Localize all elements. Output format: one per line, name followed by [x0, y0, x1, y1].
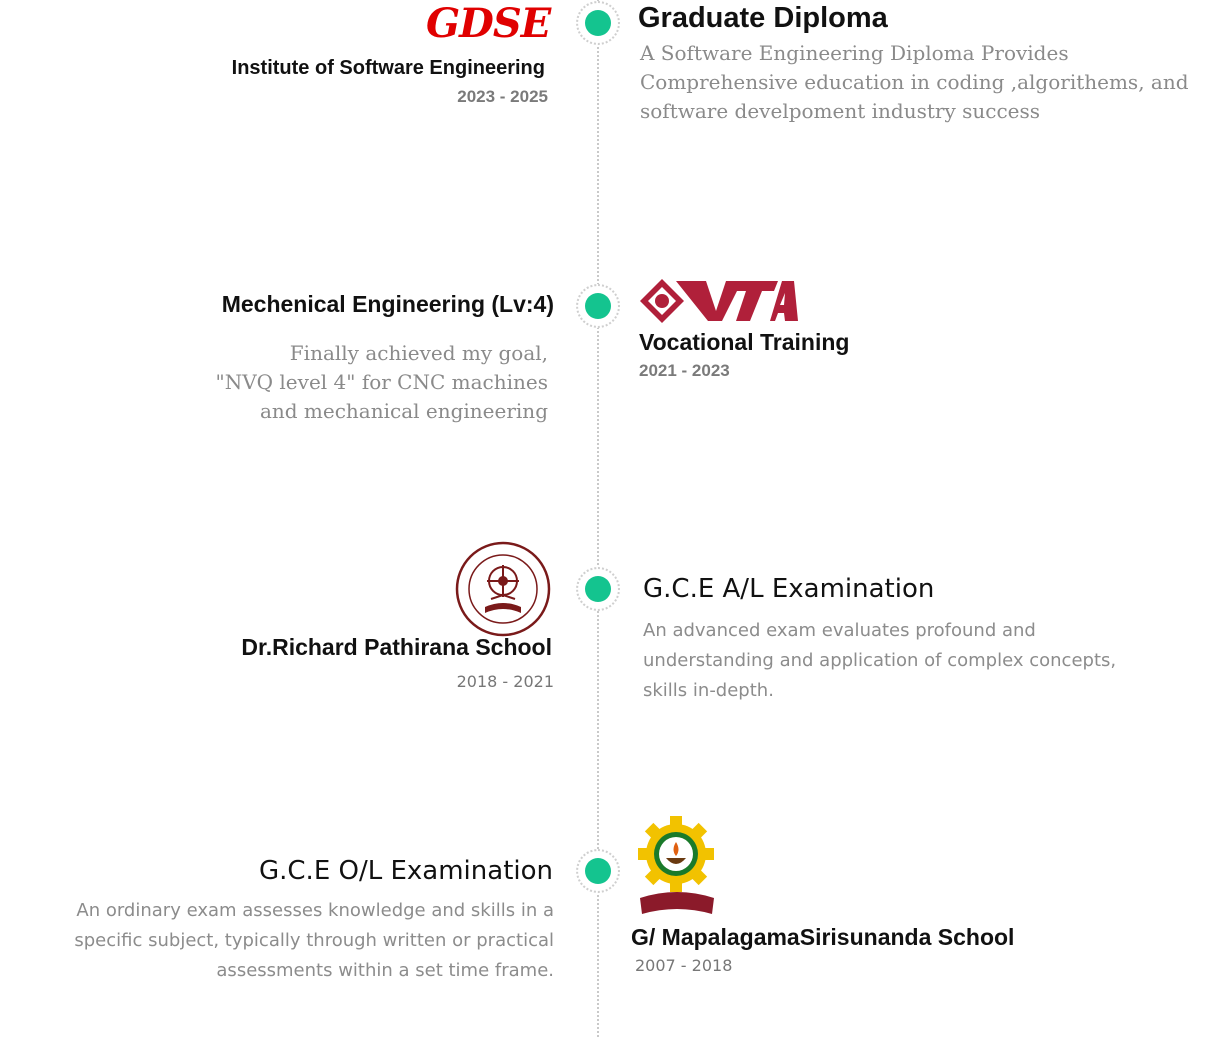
vta-emblem-icon: [640, 279, 798, 323]
description-line: software develpoment industry success: [640, 99, 1041, 123]
school-crest-logo: [455, 541, 551, 637]
gdse-logo: GDSE: [426, 0, 551, 47]
entry-years: 2023 - 2025: [457, 87, 548, 106]
description-line: A Software Engineering Diploma Provides: [640, 41, 1069, 65]
school-gear-logo: [638, 816, 716, 918]
entry-description: An advanced exam evaluates profound and …: [643, 616, 1213, 706]
description-line: An ordinary exam assesses knowledge and …: [76, 900, 554, 921]
description-line: assessments within a set time frame.: [216, 960, 554, 981]
description-line: understanding and application of complex…: [643, 650, 1117, 671]
description-line: An advanced exam evaluates profound and: [643, 620, 1036, 641]
timeline-dot: [585, 293, 611, 319]
entry-years: 2021 - 2023: [639, 361, 730, 380]
description-line: Finally achieved my goal,: [289, 341, 548, 365]
timeline-line: [597, 0, 599, 1037]
timeline-node: [576, 1, 620, 45]
timeline-node: [576, 284, 620, 328]
institution-name: Dr.Richard Pathirana School: [241, 634, 552, 660]
description-line: "NVQ level 4" for CNC machines: [215, 370, 548, 394]
institution-name: Vocational Training: [639, 329, 850, 355]
timeline-node: [576, 567, 620, 611]
entry-years: 2007 - 2018: [635, 956, 733, 975]
entry-title: Graduate Diploma: [638, 2, 888, 34]
entry-description: Finally achieved my goal, "NVQ level 4" …: [150, 339, 548, 426]
timeline-dot: [585, 10, 611, 36]
description-line: skills in-depth.: [643, 680, 774, 701]
description-line: and mechanical engineering: [259, 399, 548, 423]
entry-title: Mechenical Engineering (Lv:4): [221, 291, 554, 317]
crest-icon: [455, 541, 551, 637]
description-line: specific subject, typically through writ…: [74, 930, 554, 951]
entry-title: G.C.E A/L Examination: [643, 574, 935, 604]
institution-name: G/ MapalagamaSirisunanda School: [631, 924, 1015, 950]
timeline-dot: [585, 858, 611, 884]
institution-name: Institute of Software Engineering: [231, 57, 545, 79]
gear-lamp-icon: [638, 816, 714, 914]
timeline-dot: [585, 576, 611, 602]
description-line: Comprehensive education in coding ,algor…: [640, 70, 1189, 94]
timeline-node: [576, 849, 620, 893]
entry-years: 2018 - 2021: [456, 672, 554, 691]
entry-description: A Software Engineering Diploma Provides …: [640, 39, 1215, 126]
vta-logo: [638, 277, 798, 325]
entry-title: G.C.E O/L Examination: [258, 856, 553, 886]
entry-description: An ordinary exam assesses knowledge and …: [10, 896, 554, 986]
